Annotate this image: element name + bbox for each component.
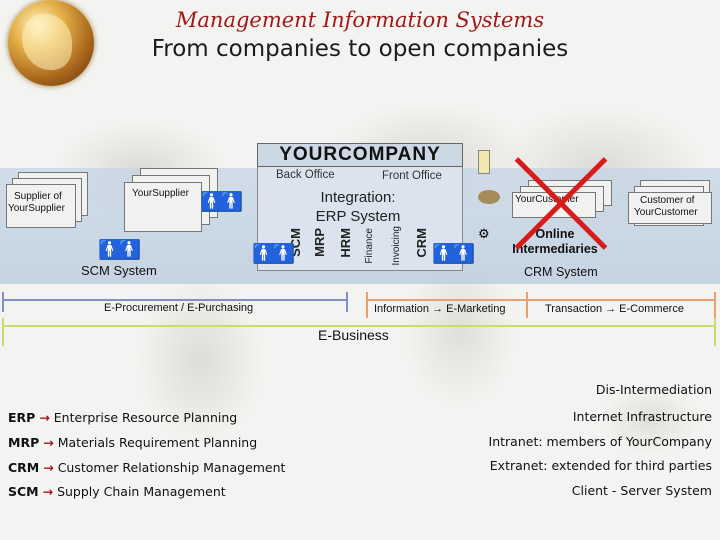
ebusiness-tick-left — [2, 318, 4, 346]
integration-line1: Integration: — [320, 189, 396, 206]
module-hrm: HRM — [338, 228, 353, 258]
module-finance: Finance — [364, 228, 375, 264]
transaction-label: Transaction → E-Commerce — [545, 303, 684, 315]
information-label: Information → E-Marketing — [374, 303, 506, 315]
company-name: YOURCOMPANY — [257, 143, 463, 167]
ebusiness-label: E-Business — [318, 327, 389, 343]
right-item-intranet: Intranet: members of YourCompany — [488, 434, 712, 449]
supplier-label: YourSupplier — [132, 188, 189, 199]
supplier-of-supplier-card — [6, 184, 76, 228]
page-title: Management Information Systems — [175, 8, 545, 32]
marketing-tick-mid — [526, 292, 528, 318]
eprocurement-label: E-Procurement / E-Purchasing — [104, 302, 254, 314]
abbr-scm: SCM — [8, 484, 39, 499]
front-office-people-icon: 🚹🚹 — [432, 244, 475, 265]
marketing-line — [366, 299, 716, 301]
intermediary-icon: ⚙ — [478, 226, 490, 241]
integration-label: Integration: ERP System — [300, 188, 416, 226]
right-item-extranet: Extranet: extended for third parties — [489, 458, 712, 473]
front-office-label: Front Office — [382, 170, 442, 182]
supplier-of-supplier-line1: Supplier of — [14, 191, 62, 202]
supplier-of-supplier-line2: YourSupplier — [8, 203, 65, 214]
online-shop-icon — [478, 190, 500, 204]
procurement-line — [2, 299, 348, 301]
company-box — [257, 167, 463, 271]
definition-mrp-text: Materials Requirement Planning — [57, 435, 258, 450]
module-crm: CRM — [414, 228, 429, 258]
customer-of-customer-line2: YourCustomer — [634, 207, 698, 218]
marketing-tick-left — [366, 292, 368, 318]
definition-mrp: MRP → Materials Requirement Planning — [8, 435, 258, 450]
globe-landmass — [22, 14, 72, 70]
disintermediation-cross — [506, 150, 616, 260]
info-kiosk-icon — [478, 150, 490, 174]
definition-scm: SCM → Supply Chain Management — [8, 484, 226, 499]
abbr-crm: CRM — [8, 460, 40, 475]
scm-people-icon: 🚹🚹 — [98, 240, 141, 261]
ebusiness-line — [2, 325, 716, 327]
supplier-card — [124, 182, 202, 232]
definition-erp-text: Enterprise Resource Planning — [53, 410, 238, 425]
back-office-people-icon: 🚹🚹 — [252, 244, 295, 265]
customer-of-customer-card — [628, 192, 712, 224]
module-mrp: MRP — [312, 228, 327, 257]
right-item-client-server: Client - Server System — [571, 483, 712, 498]
module-invoicing: Invoicing — [391, 226, 402, 266]
page-subtitle: From companies to open companies — [151, 36, 569, 62]
procurement-tick-left — [2, 292, 4, 312]
supplier-people-icon: 🚹🚹 — [200, 192, 243, 213]
definition-erp: ERP → Enterprise Resource Planning — [8, 410, 238, 425]
procurement-tick-right — [346, 292, 348, 312]
right-item-internet: Internet Infrastructure — [572, 409, 712, 424]
integration-line2: ERP System — [315, 208, 401, 225]
abbr-erp: ERP — [8, 410, 36, 425]
scm-system-label: SCM System — [81, 263, 157, 278]
definition-crm: CRM → Customer Relationship Management — [8, 460, 286, 475]
crm-system-label: CRM System — [524, 265, 598, 279]
marketing-tick-right — [714, 292, 716, 318]
abbr-mrp: MRP — [8, 435, 40, 450]
ebusiness-tick-right — [714, 318, 716, 346]
definition-scm-text: Supply Chain Management — [57, 484, 226, 499]
customer-of-customer-line1: Customer of — [640, 195, 695, 206]
back-office-label: Back Office — [276, 169, 335, 181]
definition-crm-text: Customer Relationship Management — [57, 460, 286, 475]
right-item-disintermediation: Dis-Intermediation — [595, 382, 712, 397]
